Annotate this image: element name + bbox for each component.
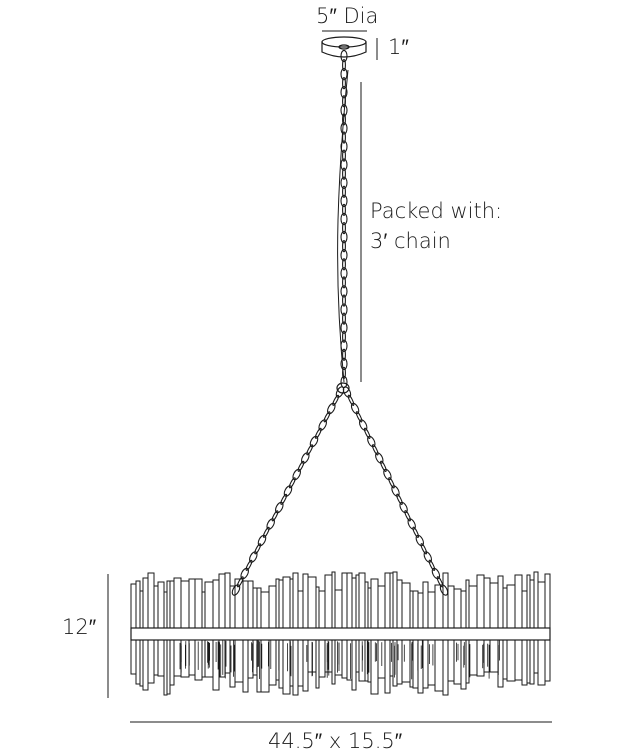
chain-link: [342, 312, 346, 325]
chain-link: [340, 285, 348, 298]
chain-link: [383, 468, 392, 481]
chain-link: [340, 158, 348, 171]
chain-link: [428, 559, 436, 571]
chain-link: [350, 402, 360, 415]
chain-note-line1: Packed with:: [370, 199, 503, 223]
chain-link: [340, 194, 348, 208]
chain-link: [245, 559, 253, 571]
chain-link: [318, 419, 327, 431]
chain-link: [340, 176, 348, 189]
chain-link: [436, 576, 444, 588]
chain-link: [257, 534, 267, 547]
chain-link: [288, 477, 296, 489]
chain-link: [292, 468, 301, 481]
chain-link: [342, 330, 346, 343]
chain-link: [254, 543, 262, 555]
chain-link: [375, 452, 384, 464]
chain-link: [306, 444, 314, 456]
fixture-height-label: 12″: [62, 615, 97, 639]
chain-link: [323, 411, 331, 423]
chain-link: [342, 167, 346, 180]
chain-link: [367, 435, 376, 448]
chain-link: [342, 240, 346, 253]
chain-link: [342, 294, 346, 307]
chain-link: [340, 122, 348, 135]
chain-link: [371, 444, 379, 456]
chain-link: [340, 140, 348, 153]
chain-link: [342, 221, 346, 235]
crystal-rod: [260, 591, 270, 693]
chain-link: [340, 303, 348, 316]
chain-link: [342, 258, 346, 271]
chain-note-line2: 3′ chain: [370, 229, 451, 253]
chain-link: [412, 526, 420, 538]
chain-link: [283, 485, 293, 497]
right-chain: [342, 386, 449, 596]
chain-link: [340, 67, 348, 81]
chain-link: [347, 394, 355, 406]
chain-link: [342, 77, 346, 90]
crystal-rod: [188, 578, 196, 676]
canopy-height-label: 1″: [388, 35, 409, 59]
chain-link: [231, 584, 241, 596]
chain-link: [236, 576, 244, 588]
chain-link: [358, 419, 368, 431]
chain-link: [355, 411, 363, 423]
chain-link: [340, 230, 348, 244]
chain-link: [380, 460, 387, 472]
chain-link: [309, 435, 319, 448]
chain-link: [314, 427, 322, 439]
canopy: [321, 36, 367, 58]
chain-link: [340, 212, 348, 226]
chain-link: [340, 249, 348, 262]
chain-link: [249, 551, 258, 563]
chain-link: [332, 394, 340, 406]
chain-link: [262, 526, 270, 538]
chain-link: [431, 567, 441, 580]
chain-link: [342, 149, 346, 162]
chain-link: [340, 357, 348, 371]
chain-link: [420, 543, 428, 555]
chain-link: [240, 567, 249, 580]
chain-link: [266, 518, 275, 530]
chain-link: [301, 452, 310, 464]
chain-link: [327, 402, 336, 415]
chain-link: [340, 267, 348, 280]
chain-link: [275, 501, 284, 514]
chain-note: Packed with: 3′ chain: [370, 196, 502, 256]
chain-link: [342, 185, 346, 198]
chain-link: [342, 348, 346, 361]
chain-link: [363, 427, 371, 439]
chain-link: [396, 493, 403, 505]
chain-link: [391, 485, 400, 497]
chain-link: [415, 534, 425, 547]
chain-link: [342, 203, 346, 217]
fixture-size-label: 44.5″ x 15.5″: [268, 729, 403, 753]
main-chain: [340, 49, 348, 389]
power-cord: [337, 69, 349, 383]
chain-link: [388, 477, 395, 489]
chain-link: [340, 321, 348, 334]
chain-link: [423, 551, 433, 563]
canopy-diameter-label: 5″ Dia: [316, 4, 379, 28]
chain-link: [407, 518, 416, 530]
chain-link: [271, 510, 279, 522]
crystal-rod: [346, 572, 353, 681]
chain-link: [404, 510, 411, 522]
chain-link: [297, 460, 305, 472]
chain-link: [342, 386, 352, 398]
chain-link: [399, 501, 408, 514]
chain-link: [340, 49, 348, 63]
crystal-rod: [341, 572, 348, 679]
chain-link: [340, 86, 348, 99]
crystal-rod: [533, 571, 539, 674]
left-chain: [231, 386, 345, 596]
chain-link: [280, 493, 288, 505]
center-band: [130, 627, 551, 641]
chain-link: [335, 386, 345, 398]
chain-link: [342, 58, 346, 72]
chain-link: [342, 276, 346, 289]
